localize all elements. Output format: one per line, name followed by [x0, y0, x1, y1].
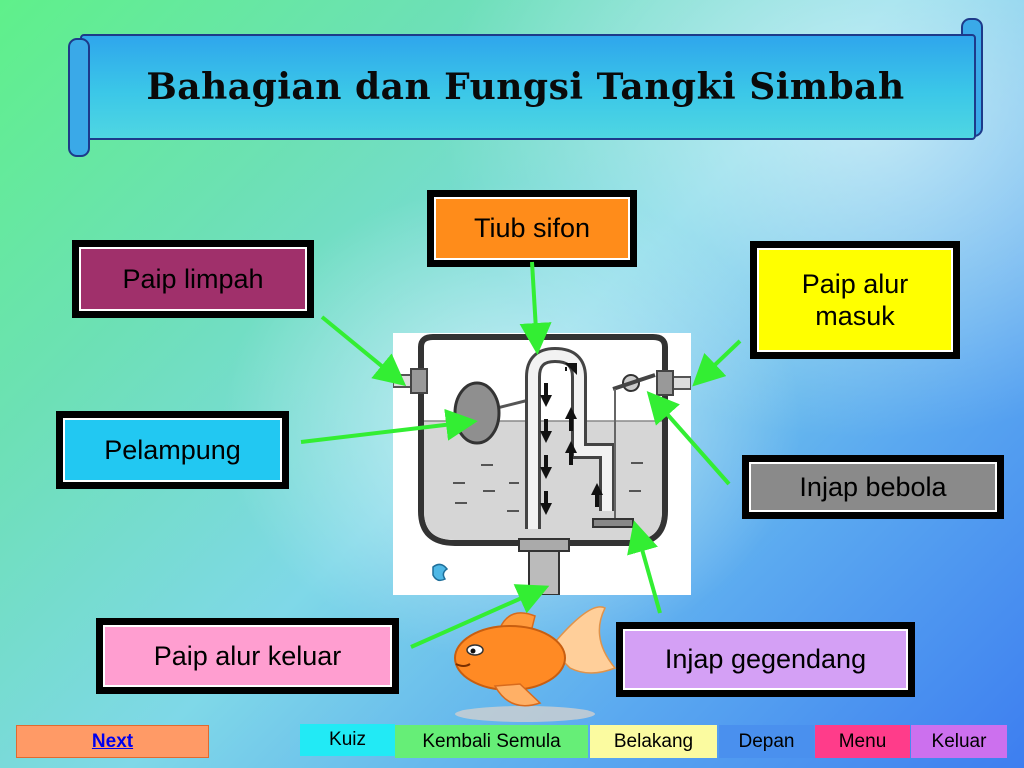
label-pelampung-text: Pelampung [63, 418, 282, 482]
menu-button[interactable]: Menu [815, 725, 910, 758]
pointer-paip-alur-keluar [410, 584, 550, 649]
label-paip-limpah-text: Paip limpah [79, 247, 307, 311]
scroll-face [80, 34, 976, 140]
label-injap-gegendang-text: Injap gegendang [623, 629, 908, 690]
goldfish-mascot [454, 606, 617, 722]
keluar-button[interactable]: Keluar [911, 725, 1007, 758]
fish-fin-bottom [493, 683, 542, 707]
pointer-paip-limpah [320, 315, 407, 387]
valve-lever [612, 373, 656, 391]
pointer-paip-alur-masuk [692, 339, 742, 387]
depan-button[interactable]: Depan [719, 725, 814, 758]
cistern-illustration [392, 334, 692, 596]
fish-shadow [455, 706, 595, 722]
fish-body [454, 625, 566, 691]
label-injap-bebola: Injap bebola [742, 455, 1004, 519]
label-paip-limpah: Paip limpah [72, 240, 314, 318]
label-tiub-sifon-text: Tiub sifon [434, 197, 630, 260]
fish-pupil [470, 648, 476, 654]
fish-tail [548, 606, 617, 674]
label-paip-alur-keluar-text: Paip alur keluar [103, 625, 392, 687]
flow-arrows [540, 363, 603, 515]
label-injap-gegendang: Injap gegendang [616, 622, 915, 697]
siphon-tube-inner [528, 349, 612, 529]
next-button[interactable]: Next [16, 725, 209, 758]
label-paip-alur-masuk-text: Paip alur masuk [757, 248, 953, 352]
label-tiub-sifon: Tiub sifon [427, 190, 637, 267]
pointer-tiub-sifon [519, 261, 552, 355]
next-link[interactable]: Next [91, 730, 134, 752]
scroll-roll-left [68, 38, 90, 157]
pointer-pelampung [300, 408, 478, 444]
pointer-injap-gegendang [627, 520, 662, 614]
kuiz-button[interactable]: Kuiz [300, 724, 395, 756]
title-scroll: Bahagian dan Fungsi Tangki Simbah [68, 18, 983, 157]
belakang-button[interactable]: Belakang [590, 725, 717, 758]
kembali-semula-button[interactable]: Kembali Semula [395, 725, 588, 758]
overflow-nut [410, 368, 428, 394]
cistern-diagram [392, 333, 692, 596]
logo-mark [432, 563, 449, 582]
label-pelampung: Pelampung [56, 411, 289, 489]
fish-mouth [455, 663, 471, 667]
label-paip-alur-masuk: Paip alur masuk [750, 241, 960, 359]
page-title: Bahagian dan Fungsi Tangki Simbah [146, 66, 905, 108]
pointer-injap-bebola [646, 391, 731, 486]
water-marks [453, 462, 643, 512]
label-injap-bebola-text: Injap bebola [749, 462, 997, 512]
label-paip-alur-keluar: Paip alur keluar [96, 618, 399, 694]
